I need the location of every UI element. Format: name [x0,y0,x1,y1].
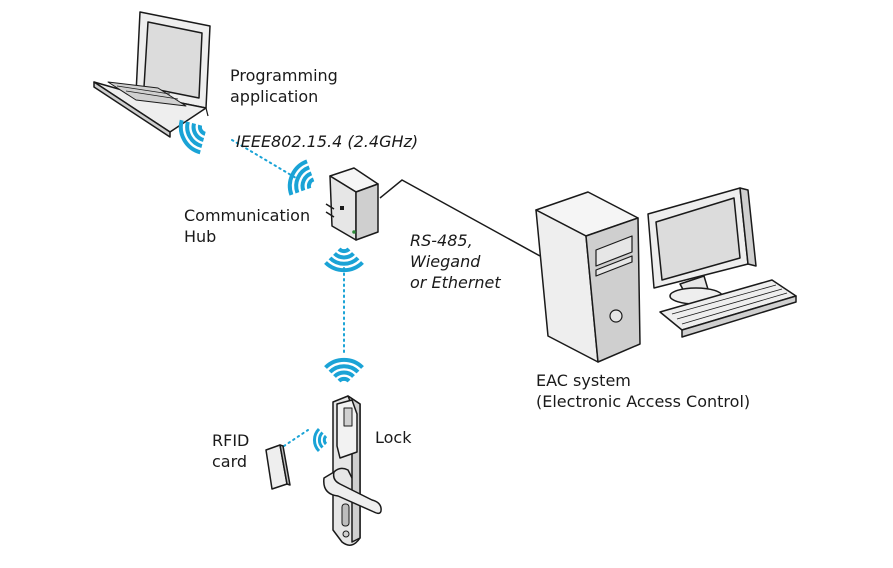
wifi-waves-icon [324,357,364,383]
connections [231,139,541,447]
label-line: card [212,452,248,471]
lock-icon [323,395,382,546]
hub-eac-wired-link [379,179,541,257]
label-line: Communication [184,206,311,225]
wifi-waves-icon [324,247,364,273]
hub-icon [325,167,379,241]
wifi-waves-icon [178,119,206,155]
lock-label: Lock [375,428,412,447]
keyboard-icon [659,279,797,338]
label-line: (Electronic Access Control) [536,392,751,411]
label-line: RS-485, [410,231,473,250]
label-line: RFID [212,431,250,450]
label-line: Wiegand [410,252,481,271]
wired-link-label: RS-485, Wiegand or Ethernet [410,230,501,293]
label-line: or Ethernet [410,273,501,292]
rfid-card-label: RFID card [212,430,249,472]
laptop-hub-wireless-link [231,139,297,179]
wifi-waves-icon [287,159,315,196]
monitor-icon [647,187,757,305]
radio-protocol-label: IEEE802.15.4 (2.4GHz) [236,132,419,151]
rfid-card-icon [265,444,291,490]
programming-application-label: Programming application [230,65,338,107]
communication-hub-label: Communication Hub [184,205,310,247]
wifi-waves-icon [312,427,328,453]
card-lock-wireless-link [283,429,309,447]
laptop-icon [93,11,211,138]
label-line: application [230,87,319,106]
label-line: Hub [184,227,217,246]
computer-tower-icon [535,191,641,363]
label-line: Programming [230,66,338,85]
eac-system-label: EAC system (Electronic Access Control) [536,370,750,412]
label-line: EAC system [536,371,631,390]
